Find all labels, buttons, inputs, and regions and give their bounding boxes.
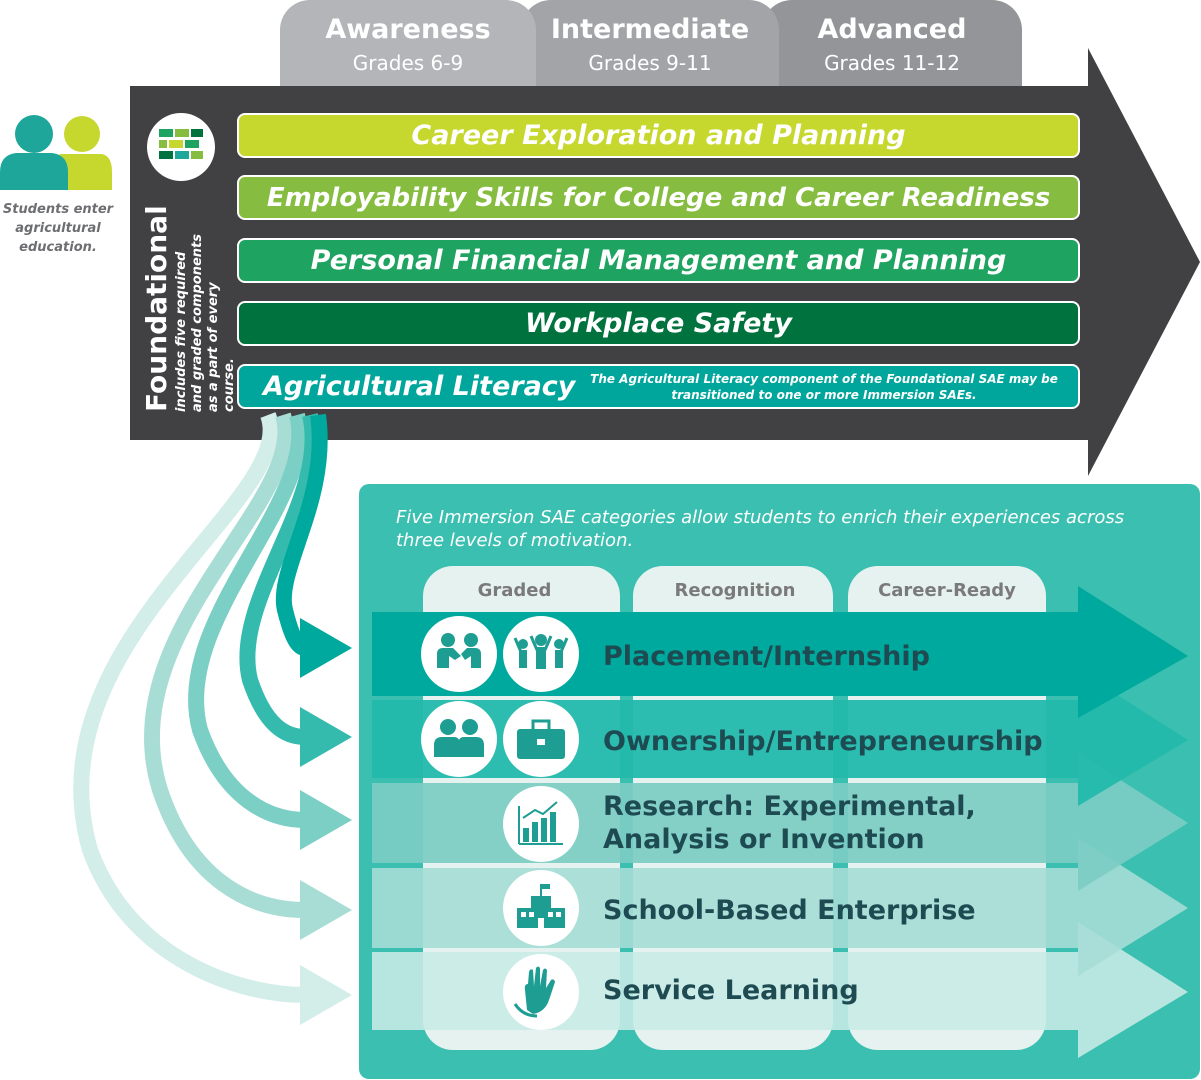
column-label-graded: Graded <box>477 580 552 601</box>
level-grades: Grades 9-11 <box>588 51 712 75</box>
component-label: Employability Skills for College and Car… <box>266 182 1051 213</box>
ag-literacy-note: The Agricultural Literacy component of t… <box>590 371 1058 402</box>
component-label: Personal Financial Management and Planni… <box>310 245 1007 276</box>
component-employability-skills: Employability Skills for College and Car… <box>237 175 1080 220</box>
connector-service-learning <box>73 412 306 1003</box>
connector-head <box>300 880 352 940</box>
arrow-ownership <box>372 670 1188 806</box>
arrow-placement <box>372 586 1188 718</box>
category-service-learning: Service Learning <box>603 975 859 1006</box>
level-tab-advanced: Advanced Grades 11-12 <box>762 0 1022 88</box>
team-icon <box>503 616 579 692</box>
level-tab-intermediate: Intermediate Grades 9-11 <box>521 0 779 88</box>
component-workplace-safety: Workplace Safety <box>237 301 1080 346</box>
bricks-icon <box>147 113 215 181</box>
connector-school-based <box>144 412 306 918</box>
component-financial-management: Personal Financial Management and Planni… <box>237 238 1080 283</box>
connector-head <box>300 707 352 767</box>
component-label: Career Exploration and Planning <box>411 120 906 151</box>
column-label-career-ready: Career-Ready <box>878 580 1016 601</box>
level-grades: Grades 11-12 <box>824 51 960 75</box>
component-agricultural-literacy: Agricultural Literacy The Agricultural L… <box>237 364 1080 409</box>
arrow-research <box>372 753 1188 891</box>
handshake-icon <box>421 616 497 692</box>
level-title: Advanced <box>817 14 967 45</box>
school-building-icon <box>503 870 579 946</box>
category-placement-internship: Placement/Internship <box>603 641 930 672</box>
level-title: Intermediate <box>550 14 750 45</box>
column-label-recognition: Recognition <box>674 580 796 601</box>
helping-hand-icon <box>503 954 579 1030</box>
connector-ownership <box>239 413 321 745</box>
bar-chart-icon <box>503 786 579 862</box>
business-people-icon <box>421 701 497 777</box>
connector-head <box>300 965 352 1025</box>
level-tab-awareness: Awareness Grades 6-9 <box>280 0 536 88</box>
component-career-exploration: Career Exploration and Planning <box>237 113 1080 158</box>
arrow-school-based <box>372 838 1188 976</box>
component-label: Agricultural Literacy <box>263 371 576 402</box>
students-icon <box>0 115 112 190</box>
connector-placement <box>275 413 328 656</box>
students-note: Students enter agricultural education. <box>2 202 114 255</box>
briefcase-icon <box>503 701 579 777</box>
category-school-based-enterprise: School-Based Enterprise <box>603 895 976 926</box>
connector-head <box>300 790 352 850</box>
connector-head <box>300 618 352 678</box>
connector-research <box>188 412 308 828</box>
level-title: Awareness <box>325 14 491 45</box>
category-ownership-entrepreneurship: Ownership/Entrepreneurship <box>603 726 1043 757</box>
component-label: Workplace Safety <box>525 308 792 339</box>
category-research: Research: Experimental, Analysis or Inve… <box>603 791 976 855</box>
arrow-service-learning <box>372 922 1188 1058</box>
level-grades: Grades 6-9 <box>352 51 464 75</box>
immersion-intro: Five Immersion SAE categories allow stud… <box>396 507 1125 551</box>
